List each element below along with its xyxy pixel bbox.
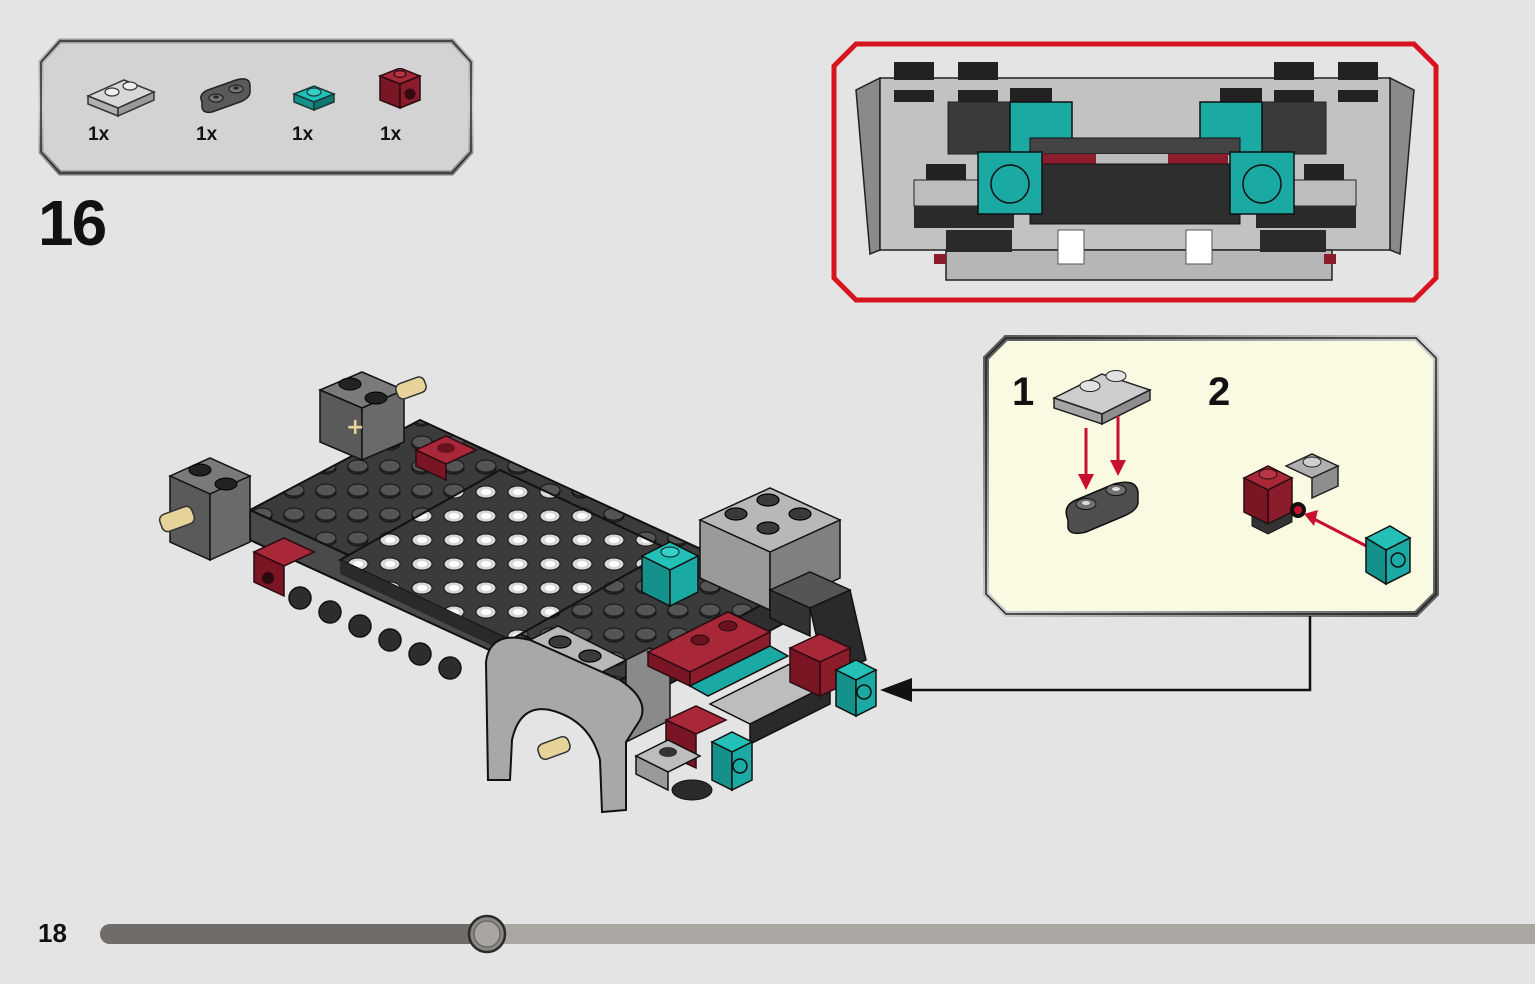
- front-view-model: [855, 62, 1415, 281]
- dark-red-bracket-icon: [377, 68, 423, 110]
- parts-panel-frame: [38, 38, 474, 176]
- light-gray-plate-icon: [86, 79, 156, 118]
- main-model-illustration: +: [158, 371, 878, 814]
- progress-knob: [468, 914, 507, 954]
- sub-step-number: 1: [1012, 370, 1035, 414]
- sub-step-1-illustration: [1052, 370, 1152, 535]
- parts-list-panel: 1x 1x 1x 1x: [38, 38, 474, 176]
- part-quantity: 1x: [196, 124, 218, 145]
- step-number: 16: [38, 187, 107, 259]
- sub-assembly-frame: [983, 335, 1439, 617]
- sub-step-number: 2: [1208, 370, 1231, 414]
- callout-arrow: [880, 616, 1312, 702]
- page-number: 18: [38, 918, 67, 948]
- part-dark-gray-plate: 1x: [192, 68, 282, 158]
- sub-step-2-illustration: [1242, 453, 1412, 586]
- part-light-gray-plate: 1x: [82, 68, 172, 158]
- progress-fill: [100, 924, 488, 944]
- svg-text:+: +: [346, 415, 364, 440]
- part-quantity: 1x: [88, 124, 110, 145]
- teal-plate-icon: [291, 85, 337, 112]
- sub-assembly-panel: 1 2: [982, 334, 1440, 618]
- part-teal-plate: 1x: [288, 68, 378, 158]
- part-quantity: 1x: [380, 124, 402, 145]
- front-view-detail-box: [831, 41, 1439, 303]
- part-quantity: 1x: [292, 124, 314, 145]
- dark-gray-rounded-plate-icon: [200, 78, 251, 114]
- part-dark-red-bracket: 1x: [374, 68, 464, 158]
